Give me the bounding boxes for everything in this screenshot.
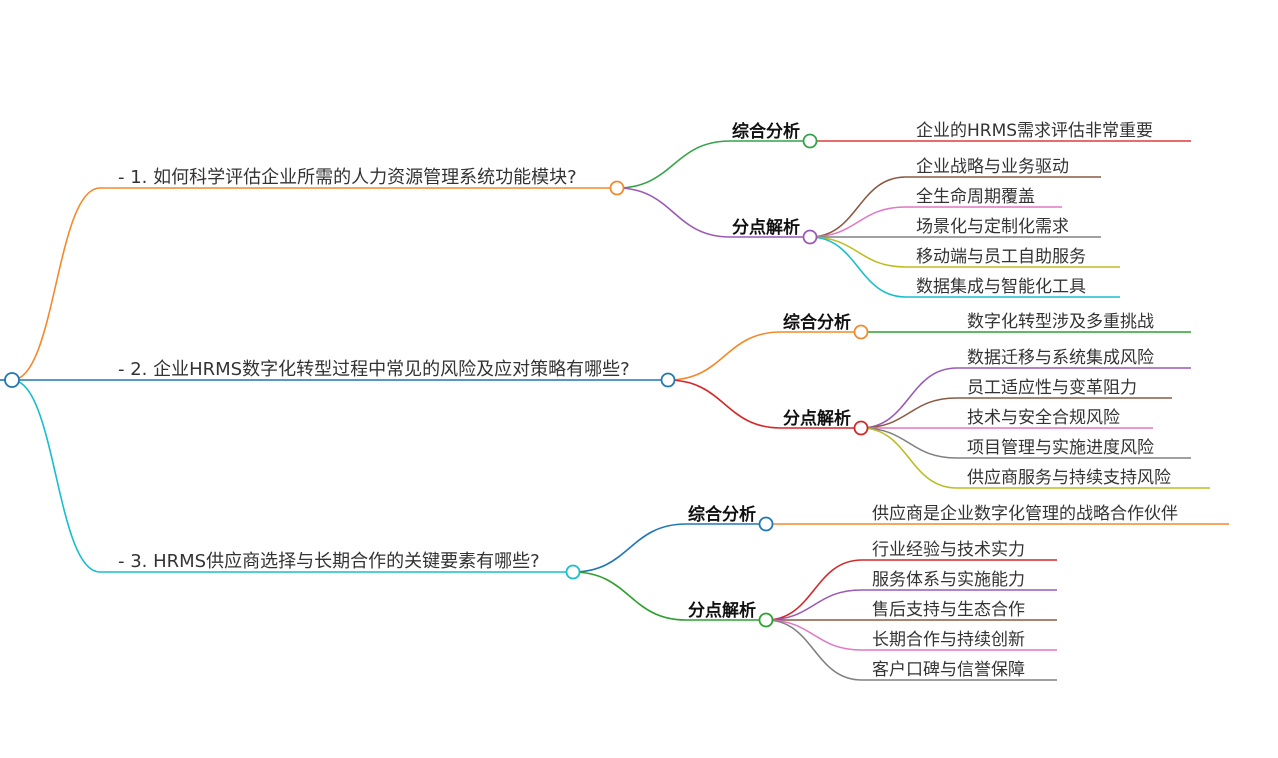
leaf-item-label[interactable]: 移动端与员工自助服务 bbox=[916, 247, 1086, 267]
group-connector bbox=[572, 571, 766, 621]
branch-node-circle[interactable] bbox=[609, 180, 625, 196]
group-node-circle[interactable] bbox=[802, 229, 818, 245]
group-node-circle[interactable] bbox=[758, 516, 774, 532]
group-node-circle[interactable] bbox=[758, 612, 774, 628]
group-label[interactable]: 综合分析 bbox=[732, 121, 800, 142]
leaf-item-label[interactable]: 企业战略与业务驱动 bbox=[916, 157, 1069, 177]
leaf-item-label[interactable]: 企业的HRMS需求评估非常重要 bbox=[916, 121, 1153, 141]
leaf-item-label[interactable]: 行业经验与技术实力 bbox=[872, 540, 1025, 560]
item-connector bbox=[809, 236, 1120, 298]
item-connector bbox=[809, 206, 1062, 238]
leaf-item-label[interactable]: 全生命周期覆盖 bbox=[916, 187, 1035, 207]
leaf-item-label[interactable]: 数据迁移与系统集成风险 bbox=[967, 348, 1154, 368]
branch-question-label[interactable]: - 1. 如何科学评估企业所需的人力资源管理系统功能模块? bbox=[118, 167, 577, 188]
item-connector bbox=[765, 589, 1057, 621]
group-label[interactable]: 综合分析 bbox=[688, 504, 756, 525]
group-connector bbox=[572, 523, 766, 573]
leaf-item-label[interactable]: 供应商是企业数字化管理的战略合作伙伴 bbox=[872, 504, 1178, 524]
group-connector bbox=[667, 331, 861, 381]
item-connector bbox=[765, 619, 1057, 681]
group-label[interactable]: 分点解析 bbox=[783, 408, 851, 429]
leaf-item-label[interactable]: 项目管理与实施进度风险 bbox=[967, 438, 1154, 458]
root-node-circle[interactable] bbox=[4, 372, 20, 388]
leaf-item-label[interactable]: 员工适应性与变革阻力 bbox=[967, 378, 1137, 398]
leaf-item-label[interactable]: 数据集成与智能化工具 bbox=[916, 277, 1086, 297]
connector-layer bbox=[0, 140, 1229, 681]
leaf-item-label[interactable]: 技术与安全合规风险 bbox=[967, 408, 1120, 428]
group-node-circle[interactable] bbox=[802, 133, 818, 149]
branch-node-circle[interactable] bbox=[565, 564, 581, 580]
item-connector bbox=[860, 397, 1172, 429]
group-connector bbox=[667, 379, 861, 429]
leaf-item-label[interactable]: 供应商服务与持续支持风险 bbox=[967, 468, 1171, 488]
node-layer: - 1. 如何科学评估企业所需的人力资源管理系统功能模块? 综合分析 企业的HRMS… bbox=[4, 121, 1178, 680]
item-connector bbox=[809, 236, 1120, 268]
group-node-circle[interactable] bbox=[853, 324, 869, 340]
item-connector bbox=[860, 427, 1191, 459]
leaf-item-label[interactable]: 售后支持与生态合作 bbox=[872, 600, 1025, 620]
branch-node-circle[interactable] bbox=[660, 372, 676, 388]
leaf-item-label[interactable]: 长期合作与持续创新 bbox=[872, 630, 1025, 650]
leaf-item-label[interactable]: 数字化转型涉及多重挑战 bbox=[967, 312, 1154, 332]
item-connector bbox=[860, 367, 1191, 429]
item-connector bbox=[765, 559, 1057, 621]
item-connector bbox=[765, 619, 1057, 651]
group-label[interactable]: 综合分析 bbox=[783, 312, 851, 333]
group-label[interactable]: 分点解析 bbox=[732, 217, 800, 238]
leaf-item-label[interactable]: 客户口碑与信誉保障 bbox=[872, 660, 1025, 680]
branch-connector bbox=[11, 187, 617, 381]
leaf-item-label[interactable]: 服务体系与实施能力 bbox=[872, 570, 1025, 590]
branch-question-label[interactable]: - 3. HRMS供应商选择与长期合作的关键要素有哪些? bbox=[118, 551, 540, 572]
group-label[interactable]: 分点解析 bbox=[688, 600, 756, 621]
item-connector bbox=[809, 176, 1101, 238]
item-connector bbox=[860, 427, 1210, 489]
leaf-item-label[interactable]: 场景化与定制化需求 bbox=[916, 217, 1069, 237]
group-connector bbox=[616, 140, 810, 189]
group-node-circle[interactable] bbox=[853, 420, 869, 436]
group-connector bbox=[616, 187, 810, 238]
branch-connector bbox=[11, 379, 573, 573]
branch-question-label[interactable]: - 2. 企业HRMS数字化转型过程中常见的风险及应对策略有哪些? bbox=[118, 359, 630, 380]
